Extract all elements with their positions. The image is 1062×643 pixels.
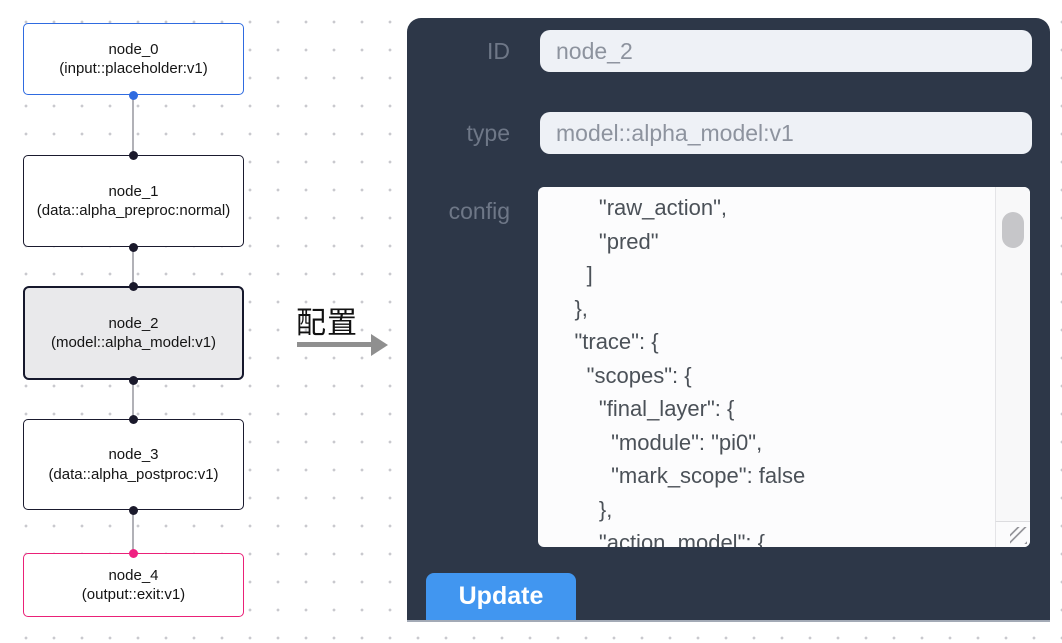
node-config-panel: ID type config "raw_action", "pred" ] },… [407,18,1050,622]
flow-node-node1[interactable]: node_1 (data::alpha_preproc:normal) [23,155,244,247]
config-scrollbar-track[interactable] [995,187,1030,521]
config-json-text: "raw_action", "pred" ] }, "trace": { "sc… [574,195,806,547]
handle-node4-top[interactable] [129,548,138,558]
type-input[interactable] [540,112,1032,154]
handle-node1-top[interactable] [129,150,138,160]
node-title: node_0 [108,40,159,58]
update-button[interactable]: Update [426,573,576,620]
flow-node-node2-selected[interactable]: node_2 (model::alpha_model:v1) [23,286,244,380]
handle-node2-bottom[interactable] [129,375,138,385]
edge-node0-node1 [132,95,134,155]
flow-node-node0[interactable]: node_0 (input::placeholder:v1) [23,23,244,95]
node-type-label: (model::alpha_model:v1) [50,334,217,351]
config-scrollbar-thumb[interactable] [1002,212,1024,248]
handle-node2-top[interactable] [129,281,138,291]
edge-node1-node2 [132,247,134,286]
flow-node-node4[interactable]: node_4 (output::exit:v1) [23,553,244,617]
node-type-label: (data::alpha_postproc:v1) [48,465,219,483]
node-type-label: (data::alpha_preproc:normal) [36,202,231,219]
node-title: node_3 [108,446,159,463]
node-title: node_4 [108,566,159,584]
config-textarea[interactable]: "raw_action", "pred" ] }, "trace": { "sc… [538,187,1030,547]
arrow-shaft [297,342,373,347]
configure-arrow-label: 配置 [296,307,358,340]
handle-node3-top[interactable] [129,414,138,424]
edge-node3-node4 [132,510,134,553]
config-field-label: config [448,198,510,224]
textarea-resize-corner[interactable] [995,521,1030,547]
id-input[interactable] [540,30,1032,72]
resize-grip-icon [1010,527,1027,544]
flow-node-node3[interactable]: node_3 (data::alpha_postproc:v1) [23,419,244,510]
node-type-label: (output::exit:v1) [81,586,186,603]
id-field-label: ID [487,38,510,64]
handle-node1-bottom[interactable] [129,242,138,252]
node-type-label: (input::placeholder:v1) [59,60,208,77]
node-title: node_1 [108,182,159,200]
handle-node0-bottom[interactable] [129,90,138,100]
node-title: node_2 [108,314,159,332]
handle-node3-bottom[interactable] [129,505,138,515]
type-field-label: type [466,120,510,146]
edge-node2-node3 [132,380,134,419]
arrow-head-icon [371,333,388,356]
